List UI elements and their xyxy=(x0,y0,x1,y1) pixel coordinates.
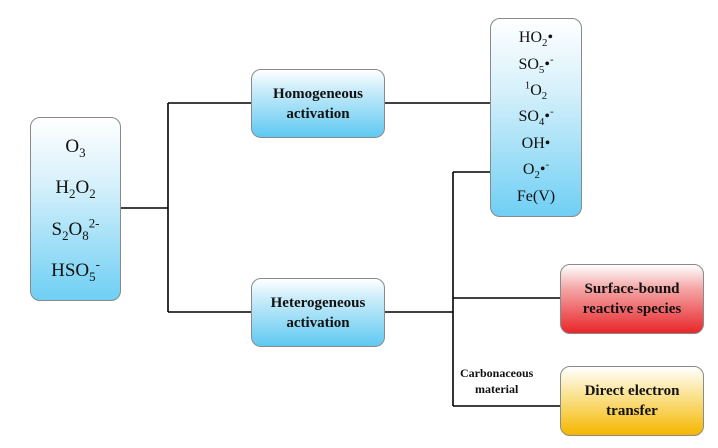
heterogeneous-activation-box: Heterogeneous activation xyxy=(251,278,385,347)
species-so5-radical: SO5•- xyxy=(518,53,554,76)
heterogeneous-activation-label: Heterogeneous activation xyxy=(270,294,366,331)
oxidants-box: O3 H2O2 S2O82- HSO5- xyxy=(30,117,121,301)
species-superoxide-radical: O2•- xyxy=(522,158,550,182)
species-singlet-oxygen: 1O2 xyxy=(524,79,548,103)
surface-bound-species-label: Surface-bound reactive species xyxy=(582,281,682,317)
species-ho2-radical: HO2• xyxy=(518,29,554,50)
species-hydroxyl-radical: OH• xyxy=(521,134,551,152)
oxidant-o3: O3 xyxy=(65,135,86,160)
homogeneous-activation-label: Homogeneous activation xyxy=(273,85,363,122)
carbonaceous-material-label: Carbonaceous material xyxy=(460,366,534,396)
direct-electron-transfer-label: Direct electron transfer xyxy=(584,383,680,419)
oxidant-h2o2: H2O2 xyxy=(55,177,96,202)
surface-bound-species-box: Surface-bound reactive species xyxy=(560,264,704,334)
species-ferrate: Fe(V) xyxy=(516,187,556,205)
oxidant-persulfate: S2O82- xyxy=(51,215,100,243)
homogeneous-activation-box: Homogeneous activation xyxy=(251,69,385,138)
oxidant-peroxymonosulfate: HSO5- xyxy=(51,256,100,285)
direct-electron-transfer-box: Direct electron transfer xyxy=(560,366,704,436)
reactive-species-box: HO2• SO5•- 1O2 SO4•- OH• O2•- Fe(V) xyxy=(490,18,582,217)
species-so4-radical: SO4•- xyxy=(518,106,554,129)
